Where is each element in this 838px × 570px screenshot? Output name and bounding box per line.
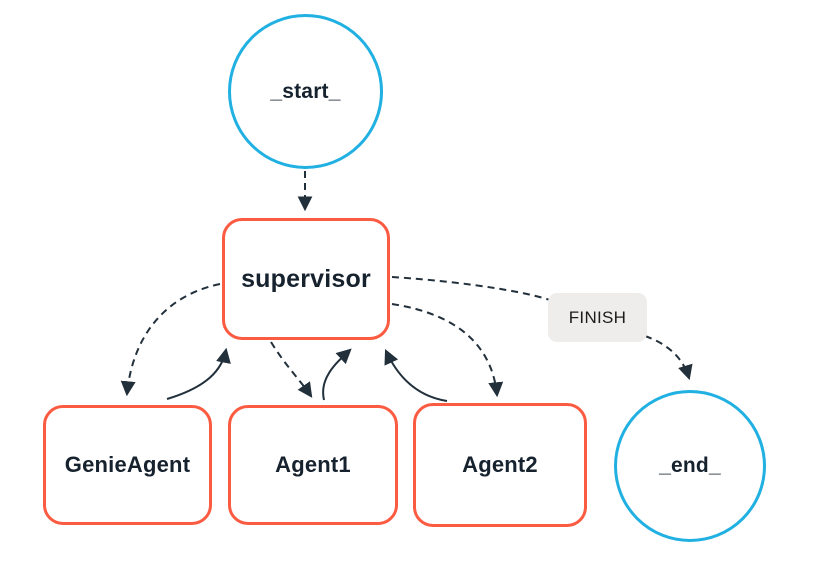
node-end: _end_ (614, 390, 766, 542)
edge-genieagent-to-supervisor (166, 347, 231, 400)
node-agent2-label: Agent2 (462, 452, 538, 477)
node-start: _start_ (228, 14, 383, 169)
node-agent1: Agent1 (228, 405, 398, 525)
edge-finish-to-end (644, 335, 693, 381)
node-end-label: _end_ (659, 454, 721, 477)
edge-supervisor-to-finish (391, 276, 551, 301)
edge-supervisor-to-agent1 (270, 341, 313, 398)
node-supervisor: supervisor (222, 218, 390, 340)
node-genieagent-label: GenieAgent (64, 452, 191, 477)
edge-supervisor-to-agent2 (391, 303, 504, 398)
finish-edge-label-text: FINISH (568, 307, 627, 327)
edge-supervisor-to-genieagent (120, 283, 221, 397)
node-start-label: _start_ (270, 79, 341, 103)
node-supervisor-label: supervisor (241, 264, 371, 293)
edge-agent1-to-supervisor (322, 348, 352, 401)
node-agent1-label: Agent1 (275, 452, 351, 477)
node-agent2: Agent2 (413, 403, 587, 527)
node-genieagent: GenieAgent (43, 405, 212, 525)
finish-edge-label: FINISH (548, 293, 647, 342)
edge-agent2-to-supervisor (384, 348, 448, 402)
